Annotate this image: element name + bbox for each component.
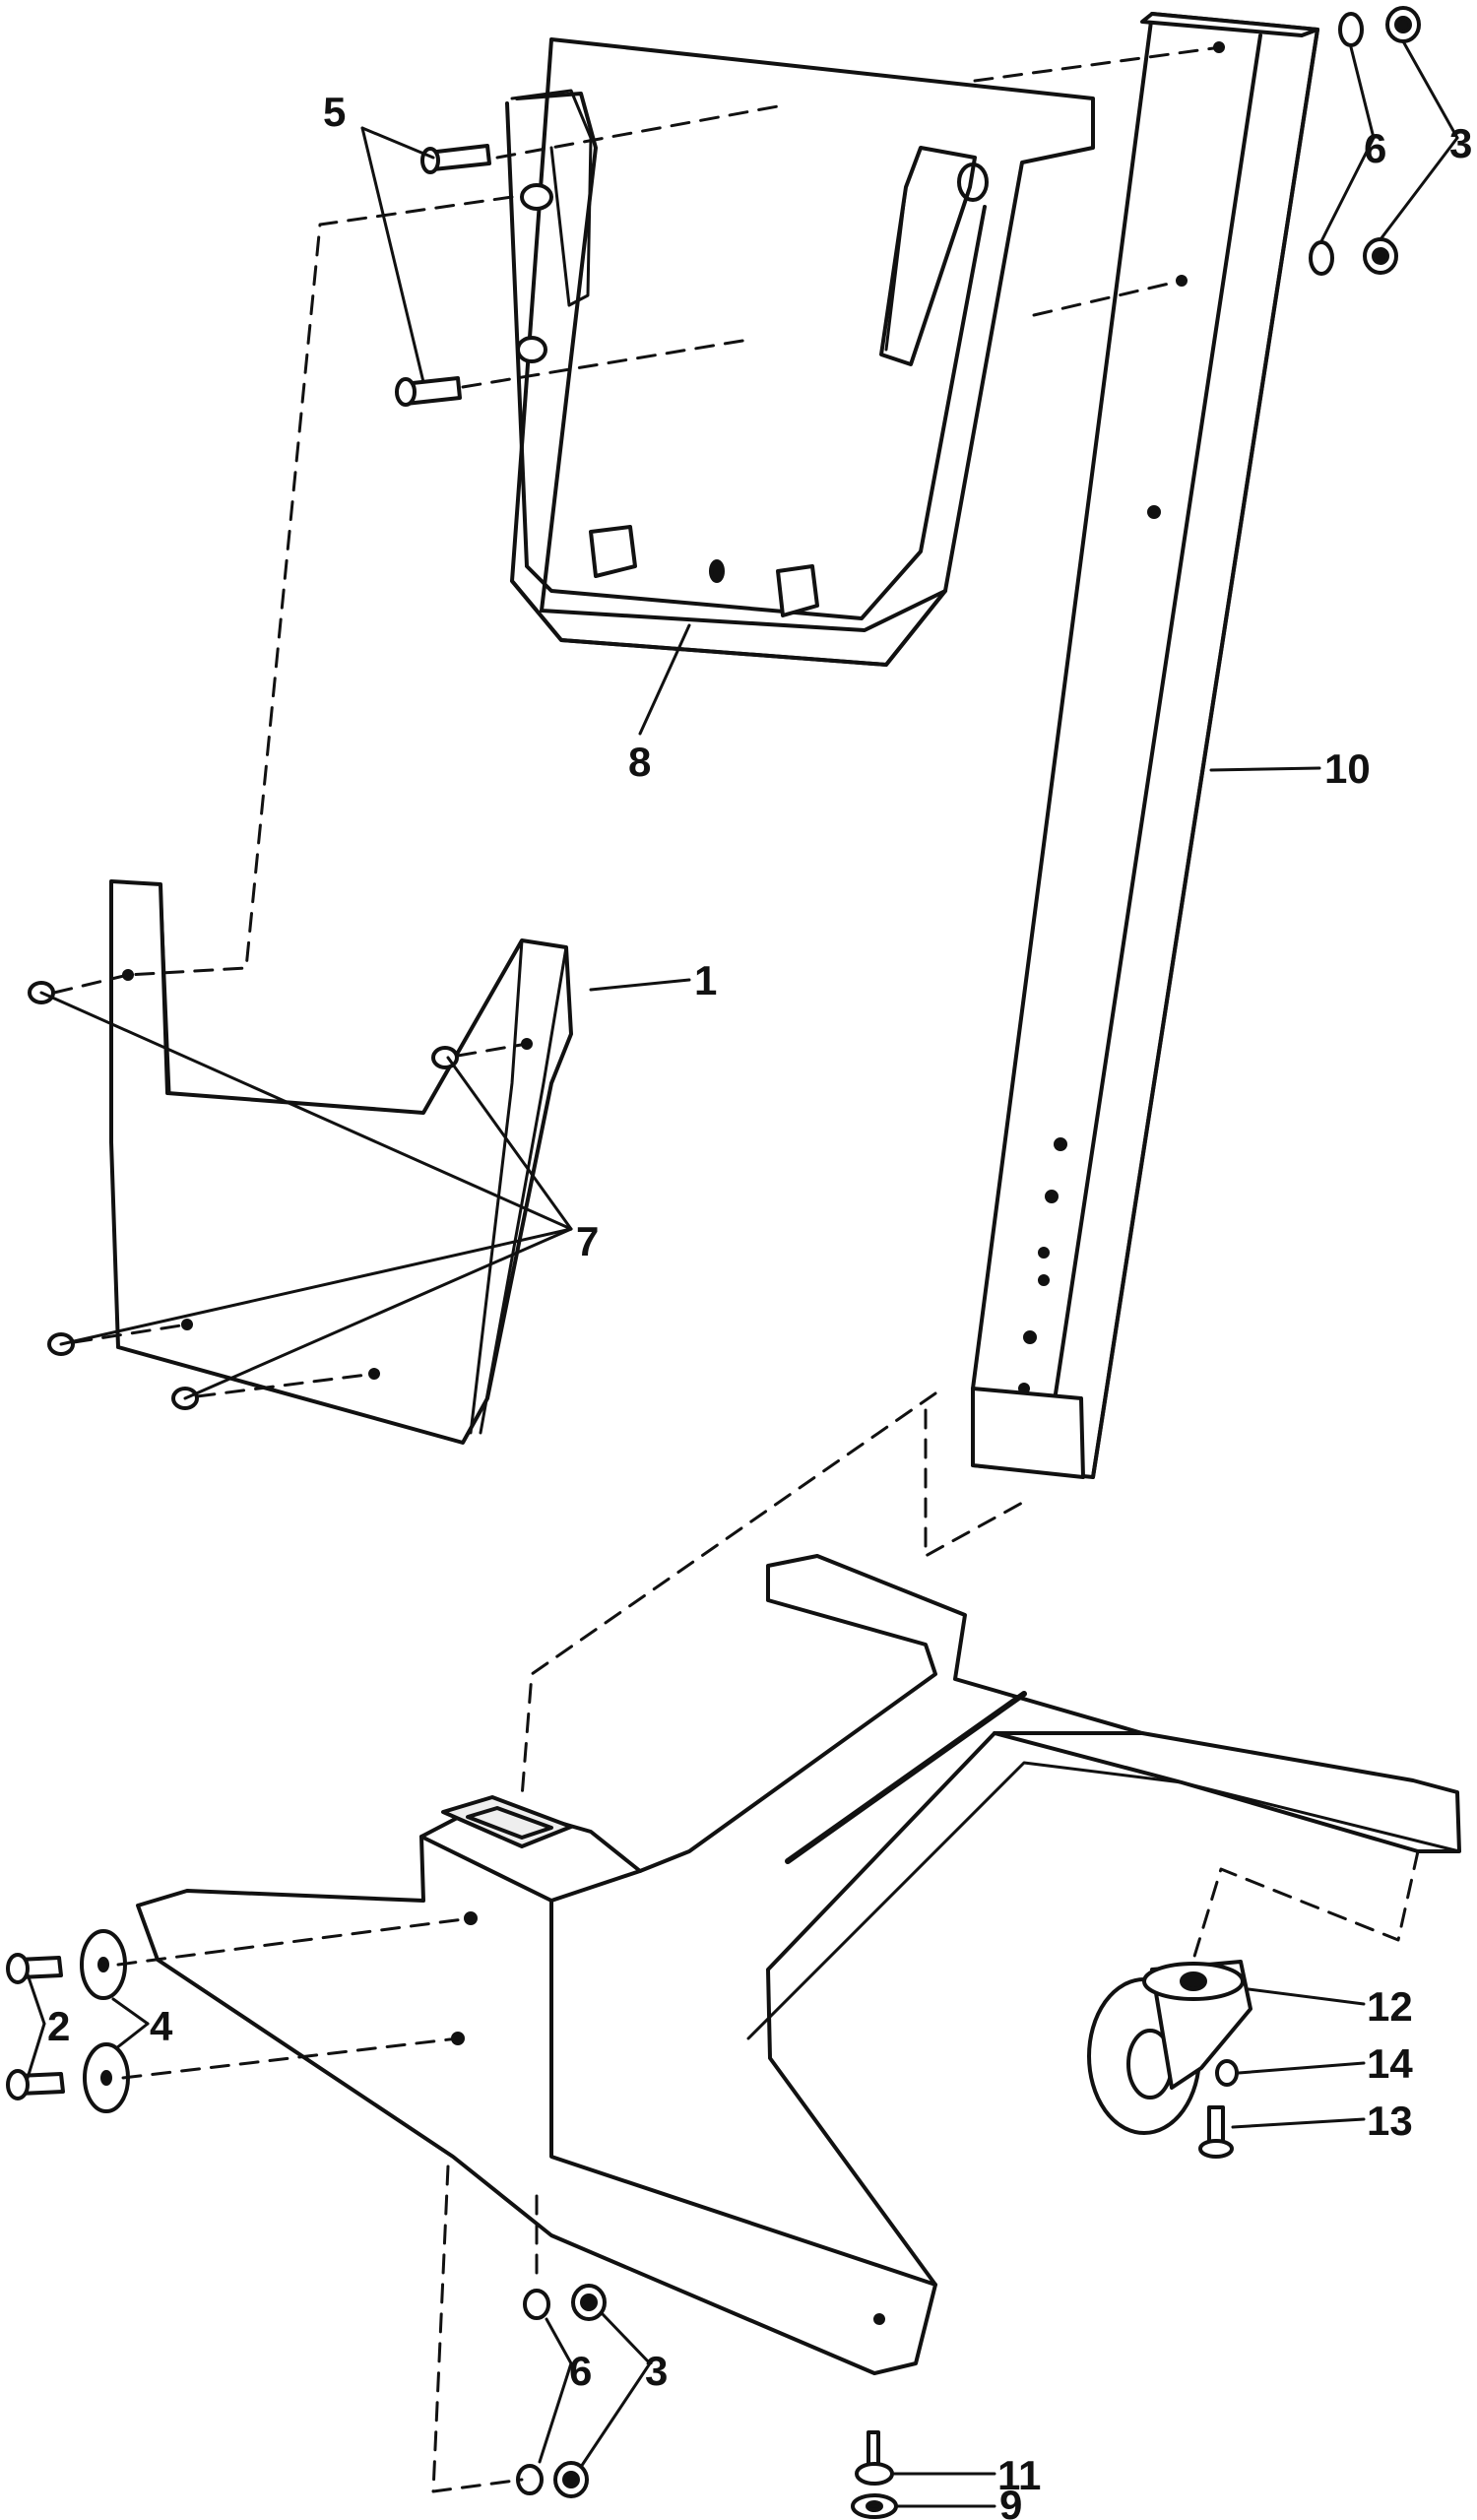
- callout-3-top: 3: [1449, 120, 1472, 166]
- callout-6-bottom: 6: [569, 2348, 592, 2394]
- callout-4: 4: [150, 2003, 173, 2049]
- callout-1: 1: [694, 957, 717, 1003]
- callout-5: 5: [323, 89, 346, 135]
- callout-10: 10: [1324, 745, 1371, 792]
- base-leg-assembly: [136, 1554, 1461, 2375]
- hardware-screws: [6, 6, 1421, 2519]
- callout-6-top: 6: [1364, 125, 1386, 171]
- dashed-assembly-lines: [52, 45, 1420, 2493]
- callout-14: 14: [1367, 2040, 1413, 2087]
- callout-labels: 5 6 3 8 10 1 7 2 4 12 14 13 6 3 11 9: [47, 89, 1472, 2520]
- part-8-tray-plate: [505, 37, 1095, 667]
- callout-13: 13: [1367, 2098, 1413, 2144]
- part-10-upright-column: [971, 12, 1319, 1479]
- callout-11: 11: [997, 2452, 1041, 2498]
- part-1-bracket-plate: [109, 879, 573, 1445]
- callout-3-bottom: 3: [645, 2348, 668, 2394]
- part-12-caster-wheel: [1087, 1960, 1252, 2135]
- callout-7: 7: [576, 1218, 599, 1264]
- callout-8: 8: [628, 739, 651, 785]
- callout-9: 9: [999, 2482, 1022, 2520]
- callout-2: 2: [47, 2003, 70, 2049]
- leader-lines: [26, 39, 1459, 2508]
- callout-12: 12: [1367, 1983, 1413, 2030]
